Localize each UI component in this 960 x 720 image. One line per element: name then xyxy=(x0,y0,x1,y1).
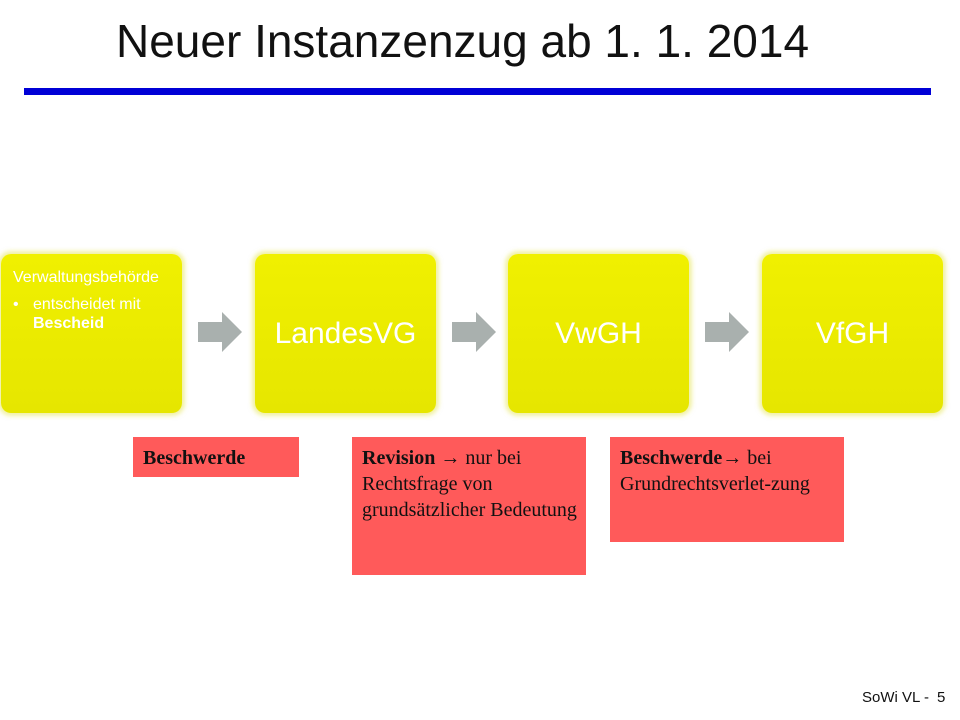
slide-title: Neuer Instanzenzug ab 1. 1. 2014 xyxy=(116,15,810,67)
step-box-content: Verwaltungsbehörde • entscheidet mit Bes… xyxy=(13,268,175,333)
note-arrow: → xyxy=(435,447,466,469)
step-label: LandesVG xyxy=(274,316,417,350)
step-bullet-row: • entscheidet mit Bescheid xyxy=(13,295,175,333)
step-label: VwGH xyxy=(555,316,642,350)
right-arrow-icon xyxy=(452,312,496,352)
note-revision: Revision → nur bei Rechtsfrage von grund… xyxy=(352,437,586,575)
step-box-vfgh: VfGH xyxy=(762,254,943,413)
right-arrow-icon xyxy=(705,312,749,352)
note-text: bei Grundrechtsverlet-zung xyxy=(620,447,810,495)
step-heading: Verwaltungsbehörde xyxy=(13,269,159,286)
step-box-vwgh: VwGH xyxy=(508,254,689,413)
step-bullet-text: entscheidet mit Bescheid xyxy=(33,295,173,333)
bullet-icon: • xyxy=(13,296,19,313)
note-beschwerde: Beschwerde xyxy=(133,437,299,477)
note-bold: Beschwerde xyxy=(620,447,723,469)
note-text: nur bei Rechtsfrage von grundsätzlicher … xyxy=(362,447,577,521)
footer-label: SoWi VL - xyxy=(862,689,929,706)
page-number: 5 xyxy=(936,689,946,706)
step-bullet-plain: entscheidet mit xyxy=(33,296,141,313)
title-underline xyxy=(24,88,931,95)
right-arrow-icon xyxy=(198,312,242,352)
note-beschwerde-vfgh: Beschwerde→ bei Grundrechtsverlet-zung xyxy=(610,437,844,542)
step-bullet-bold: Bescheid xyxy=(33,315,105,332)
step-box-verwaltungsbehoerde: Verwaltungsbehörde • entscheidet mit Bes… xyxy=(1,254,182,413)
step-label: VfGH xyxy=(815,316,890,350)
step-box-landesvg: LandesVG xyxy=(255,254,436,413)
slide-footer: SoWi VL - 5 xyxy=(862,689,945,706)
note-arrow: → xyxy=(722,447,748,469)
note-bold: Beschwerde xyxy=(143,447,246,469)
note-bold: Revision xyxy=(362,447,436,469)
